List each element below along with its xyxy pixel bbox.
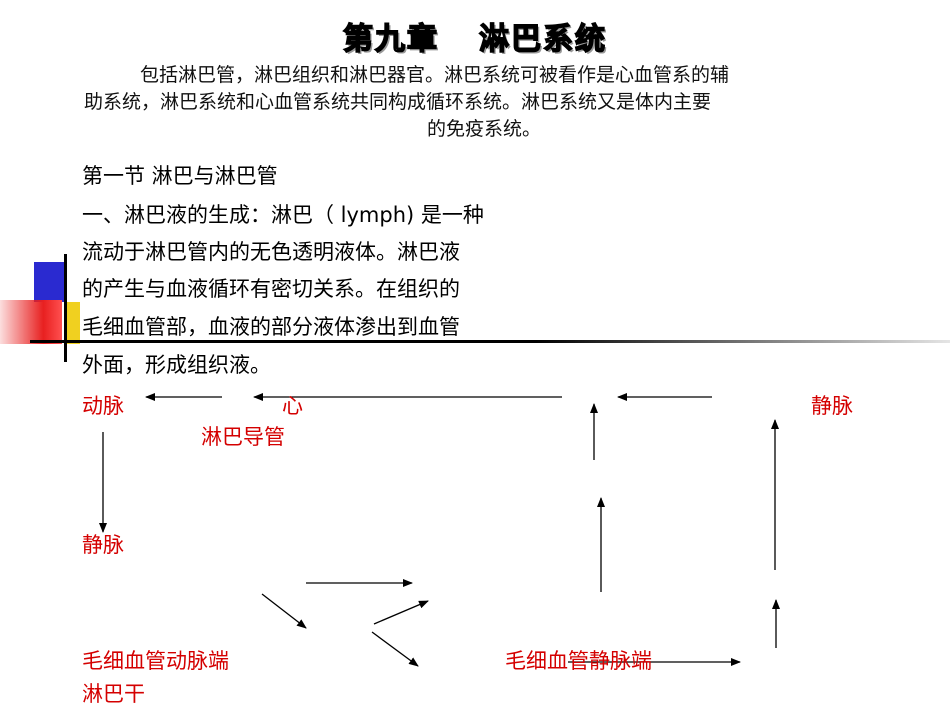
title-chapter: 第九章	[342, 21, 439, 58]
deco-red-gradient	[0, 300, 62, 344]
deco-yellow-square	[66, 302, 80, 344]
body-line-5: 外面，形成组织液。	[82, 353, 271, 377]
deco-horizontal-line	[30, 340, 950, 343]
body-line-3: 的产生与血液循环有密切关系。在组织的	[82, 277, 460, 301]
body-line-1: 一、淋巴液的生成：淋巴（ lymph) 是一种	[82, 203, 484, 227]
section-heading: 第一节 淋巴与淋巴管	[82, 164, 278, 188]
deco-blue-square	[34, 262, 64, 302]
intro-line-3: 的免疫系统。	[426, 118, 541, 140]
label-lymph-trunk: 淋巴干	[82, 682, 145, 706]
arrow-diag-down-1	[261, 593, 307, 629]
label-heart: 心	[282, 394, 303, 418]
label-vein-left: 静脉	[82, 533, 124, 557]
body-line-4: 毛细血管部，血液的部分液体渗出到血管	[82, 315, 460, 339]
arrow-diag-up	[373, 600, 429, 625]
intro-paragraph: 包括淋巴管，淋巴组织和淋巴器官。淋巴系统可被看作是心血管系的辅 助系统，淋巴系统…	[84, 62, 884, 143]
arrow-diag-down-2	[371, 631, 419, 667]
label-capillary-arterial: 毛细血管动脉端	[82, 649, 229, 673]
intro-line-1: 包括淋巴管，淋巴组织和淋巴器官。淋巴系统可被看作是心血管系的辅	[140, 64, 730, 86]
label-lymph-duct: 淋巴导管	[201, 425, 285, 449]
label-vein-top: 静脉	[811, 394, 853, 418]
deco-vertical-line	[64, 254, 67, 362]
body-line-2: 流动于淋巴管内的无色透明液体。淋巴液	[82, 240, 460, 264]
intro-line-2: 助系统，淋巴系统和心血管系统共同构成循环系统。淋巴系统又是体内主要	[84, 91, 712, 113]
slide-title: 第九章 淋巴系统	[0, 14, 950, 58]
label-artery: 动脉	[82, 394, 124, 418]
label-capillary-venous: 毛细血管静脉端	[505, 649, 652, 673]
title-topic: 淋巴系统	[478, 21, 607, 58]
